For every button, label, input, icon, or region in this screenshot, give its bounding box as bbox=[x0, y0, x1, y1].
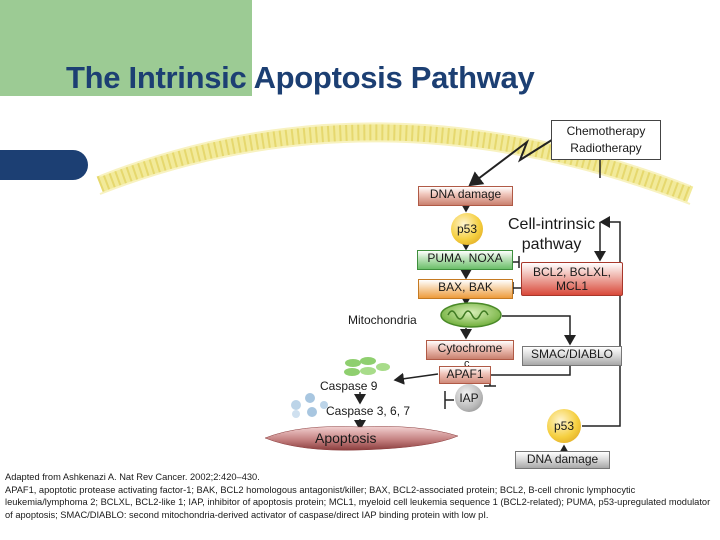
dna-damage-box: DNA damage bbox=[418, 186, 513, 206]
arrow-mito-to-smac bbox=[502, 315, 576, 346]
arrow-p53-feedback bbox=[582, 216, 621, 427]
arrow-apaf1-to-caspase9 bbox=[393, 372, 439, 385]
chemo-label: Chemotherapy bbox=[566, 124, 646, 138]
apoptosis-blob bbox=[264, 426, 459, 451]
caspase367-label: Caspase 3, 6, 7 bbox=[326, 404, 411, 418]
mitochondria-icon bbox=[440, 302, 502, 328]
bcl2-line2: MCL1 bbox=[555, 279, 588, 293]
p53-bottom-node: p53 bbox=[547, 409, 581, 443]
apaf1-box: APAF1 bbox=[439, 366, 491, 384]
inhibit-smac-iap bbox=[489, 364, 571, 386]
puma-noxa-box: PUMA, NOXA bbox=[417, 250, 513, 270]
bcl2-line1: BCL2, BCLXL, bbox=[532, 265, 612, 279]
footnote: Adapted from Ashkenazi A. Nat Rev Cancer… bbox=[5, 471, 717, 522]
cytochrome-box: Cytochrome bbox=[426, 340, 514, 360]
mitochondria-label: Mitochondria bbox=[348, 313, 417, 327]
apoptosis-label: Apoptosis bbox=[315, 430, 377, 446]
footnote-source: Adapted from Ashkenazi A. Nat Rev Cancer… bbox=[5, 472, 260, 482]
cell-intrinsic-line2: pathway bbox=[521, 236, 582, 253]
cytochrome-c-label: c bbox=[464, 358, 470, 370]
iap-node: IAP bbox=[455, 384, 483, 412]
decorative-blue-bar bbox=[0, 150, 88, 180]
cell-intrinsic-line1: Cell-intrinsic bbox=[508, 216, 596, 233]
bax-bak-box: BAX, BAK bbox=[418, 279, 513, 299]
caspase9-icon bbox=[344, 357, 390, 376]
cell-intrinsic-label: Cell-intrinsic pathway bbox=[508, 215, 595, 255]
lightning-bolt-icon bbox=[468, 137, 556, 187]
smac-diablo-box: SMAC/DIABLO bbox=[522, 346, 622, 366]
p53-node: p53 bbox=[451, 213, 483, 245]
page-title: The Intrinsic Apoptosis Pathway bbox=[66, 60, 535, 95]
chemo-radio-box: Chemotherapy Radiotherapy bbox=[551, 120, 661, 160]
decorative-green-block bbox=[0, 0, 252, 96]
caspase9-label: Caspase 9 bbox=[320, 379, 378, 393]
radio-label: Radiotherapy bbox=[570, 141, 642, 155]
bcl2-box: BCL2, BCLXL, MCL1 bbox=[521, 262, 623, 296]
footnote-abbreviations: APAF1, apoptotic protease activating fac… bbox=[5, 484, 711, 521]
dna-damage-bottom-box: DNA damage bbox=[515, 451, 610, 469]
caspase367-icon bbox=[291, 393, 328, 418]
